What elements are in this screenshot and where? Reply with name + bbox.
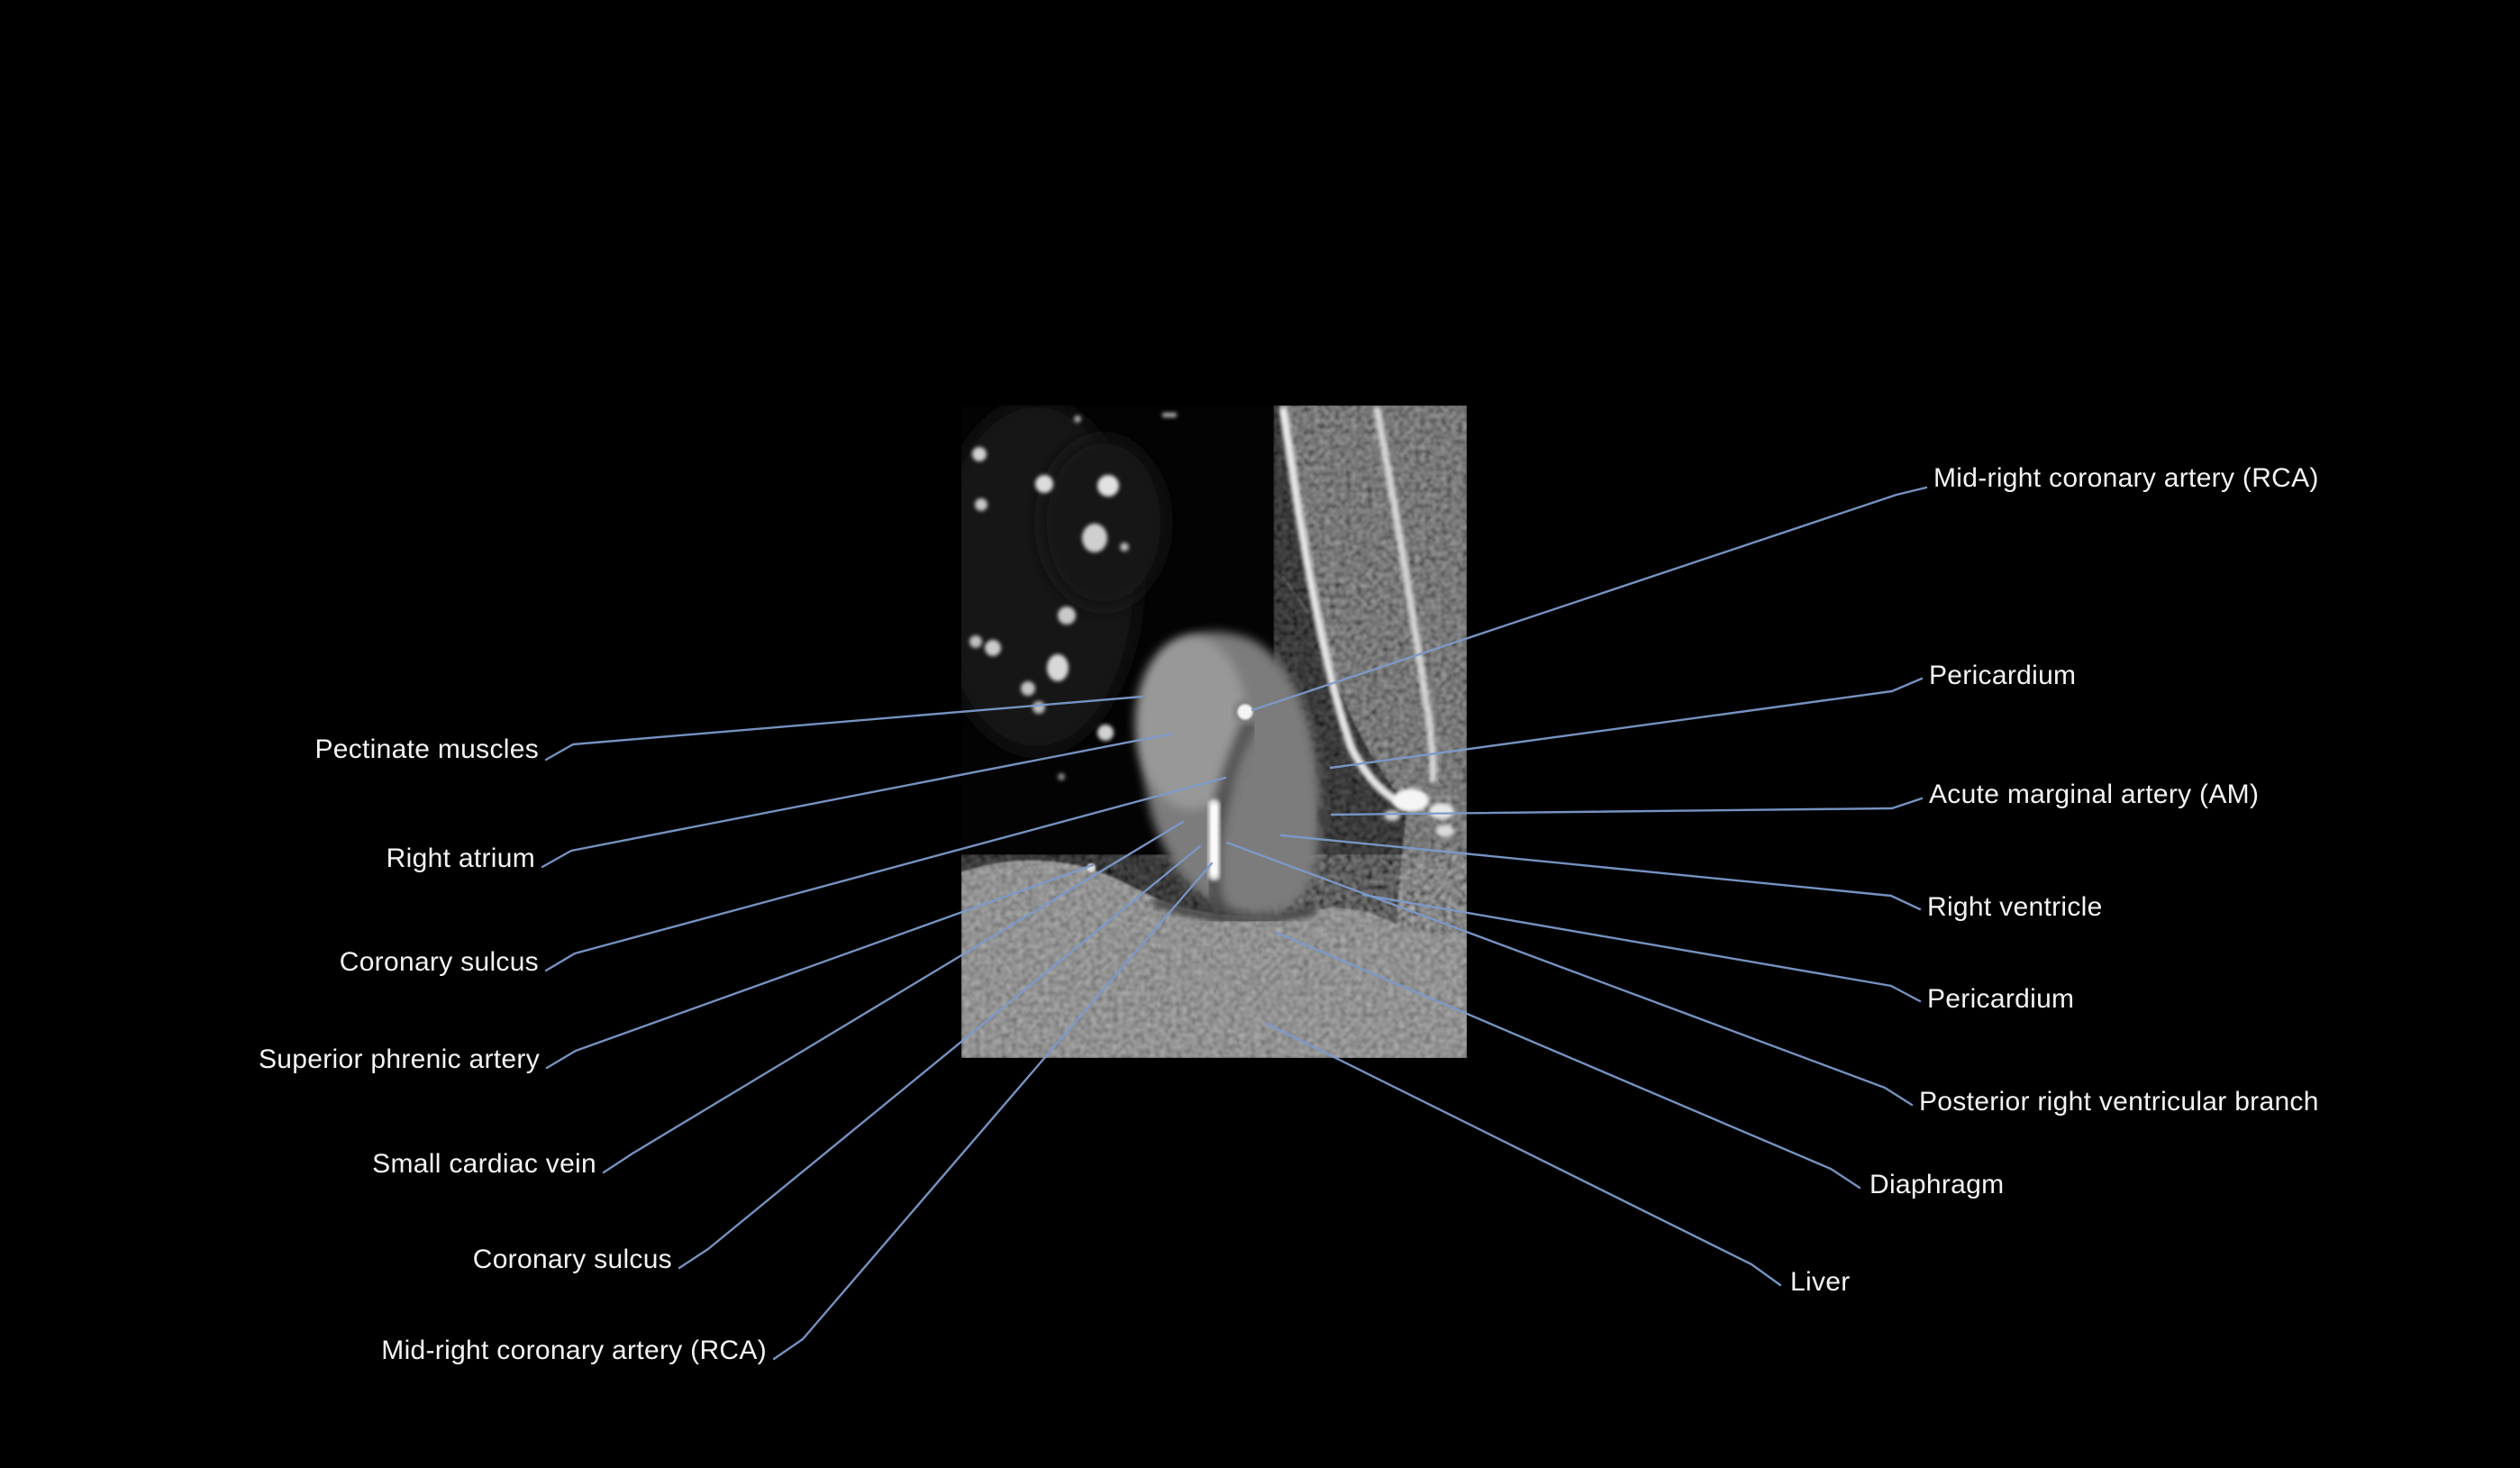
annotation-label-small-cardiac-vein: Small cardiac vein — [372, 1149, 596, 1179]
ct-scan-image — [961, 406, 1467, 1058]
rca-cross-section-dot — [1237, 704, 1253, 720]
annotation-label-superior-phrenic-artery: Superior phrenic artery — [259, 1044, 540, 1074]
right-atrium-region — [1135, 636, 1247, 809]
leader-line-pectinate-muscles — [544, 695, 1144, 761]
annotation-label-acute-marginal-artery: Acute marginal artery (AM) — [1929, 780, 2259, 809]
lung-field — [961, 406, 1167, 752]
leader-line-diaphragm — [1275, 931, 1861, 1190]
chest-wall — [1278, 406, 1467, 1058]
leader-line-mid-right-coronary-artery-right — [1251, 486, 1928, 712]
annotation-label-pericardium-upper: Pericardium — [1929, 661, 2076, 690]
diaphragm-boundary — [1151, 897, 1317, 924]
annotation-label-posterior-right-ventricular-branch: Posterior right ventricular branch — [1919, 1087, 2319, 1117]
annotation-label-mid-right-coronary-artery-right: Mid-right coronary artery (RCA) — [1933, 463, 2319, 493]
lung-fissure-line — [1281, 576, 1310, 614]
leader-line-acute-marginal-artery — [1330, 797, 1924, 816]
annotation-label-liver: Liver — [1790, 1267, 1851, 1297]
acute-marginal-notch — [1317, 807, 1335, 827]
annotation-label-coronary-sulcus-lower: Coronary sulcus — [473, 1245, 672, 1274]
leader-line-liver — [1265, 1022, 1782, 1287]
leader-line-right-atrium — [541, 732, 1175, 869]
annotation-label-diaphragm: Diaphragm — [1870, 1170, 2004, 1199]
costal-cartilage-blobs — [1384, 789, 1454, 837]
annotation-label-pectinate-muscles: Pectinate muscles — [314, 734, 539, 764]
leader-line-superior-phrenic-artery — [545, 863, 1095, 1070]
leader-line-posterior-right-ventricular-branch — [1225, 841, 1914, 1107]
leader-line-small-cardiac-vein — [602, 820, 1185, 1174]
leader-line-mid-right-coronary-artery-left — [772, 862, 1214, 1361]
leader-line-coronary-sulcus-lower — [678, 844, 1202, 1270]
annotation-label-coronary-sulcus-upper: Coronary sulcus — [340, 947, 539, 977]
leader-line-right-ventricle — [1279, 834, 1922, 911]
annotation-label-pericardium-lower: Pericardium — [1927, 984, 2074, 1014]
annotation-label-right-atrium: Right atrium — [387, 843, 535, 873]
leader-line-coronary-sulcus-upper — [544, 776, 1227, 972]
pulmonary-vessel-dots — [969, 413, 1177, 780]
annotation-label-mid-right-coronary-artery-left: Mid-right coronary artery (RCA) — [381, 1336, 767, 1365]
leader-line-pericardium-upper — [1329, 677, 1924, 770]
leader-line-pericardium-lower — [1361, 893, 1922, 1003]
annotation-label-right-ventricle: Right ventricle — [1927, 892, 2103, 922]
